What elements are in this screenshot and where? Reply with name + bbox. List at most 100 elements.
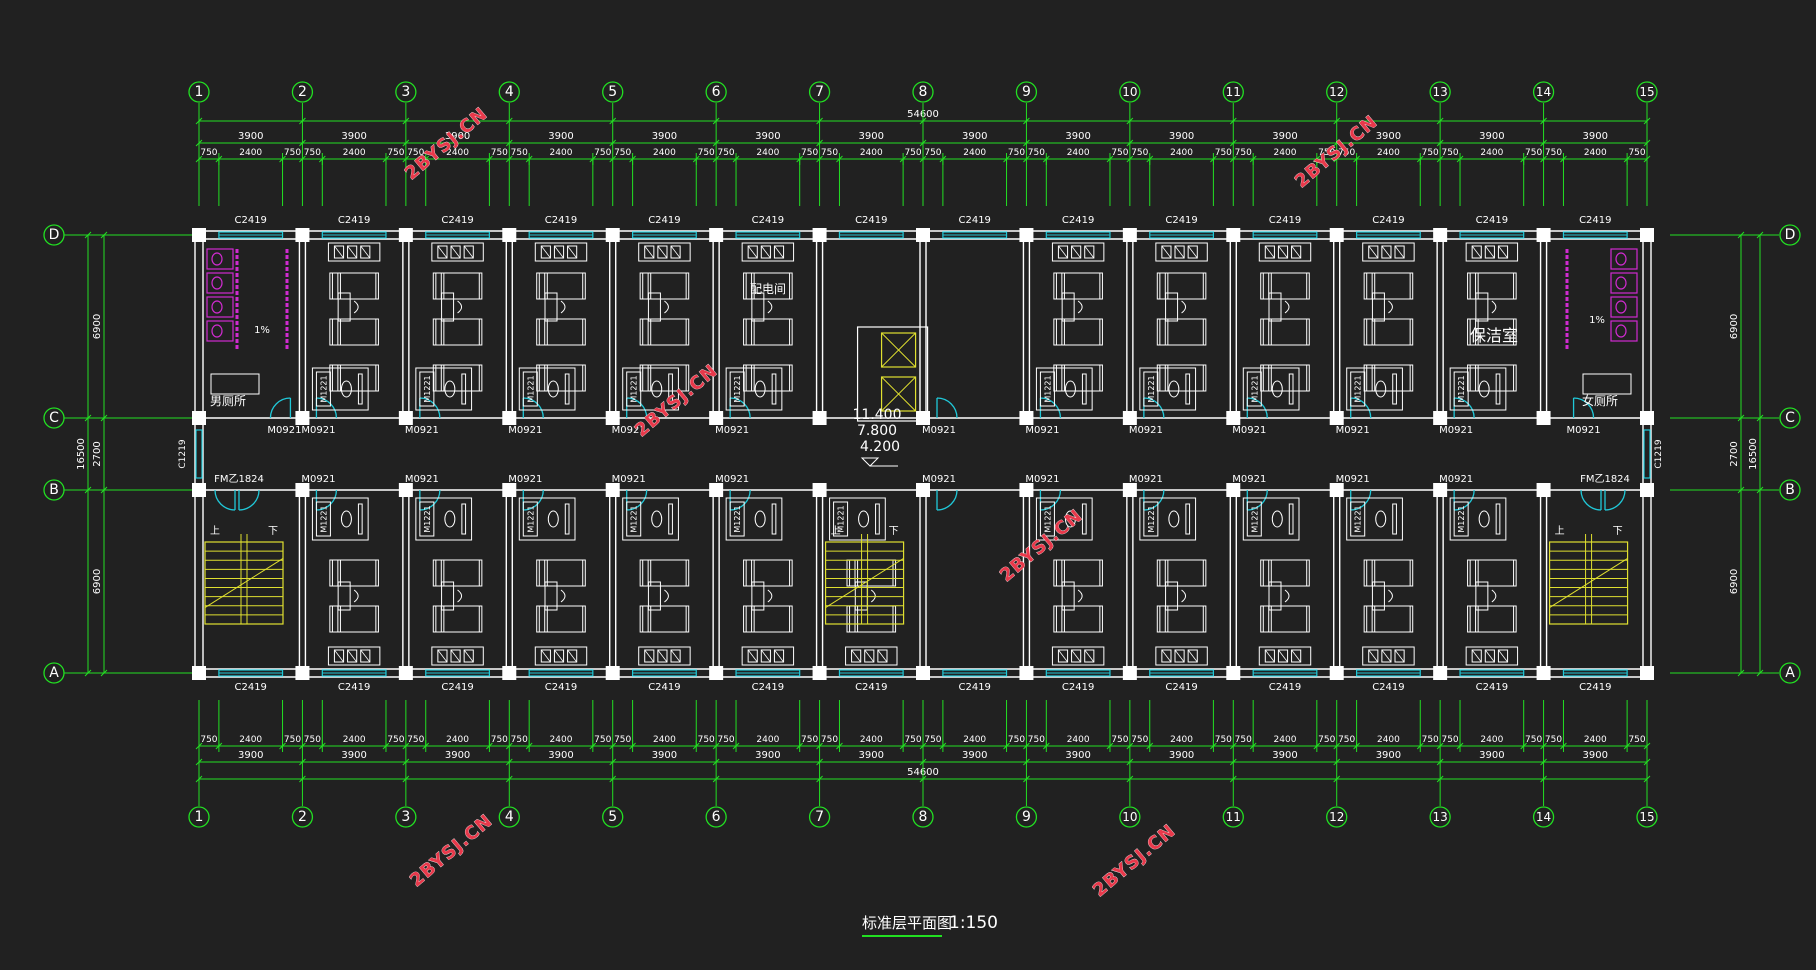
chair (664, 300, 669, 314)
desk (1061, 581, 1075, 611)
bathroom-door-tag-box (1350, 501, 1366, 537)
bed (538, 272, 586, 300)
toilet-bowl (1615, 324, 1627, 338)
column (1226, 666, 1241, 680)
desk (1165, 581, 1179, 611)
dim-label-segment: 750 (1628, 148, 1645, 158)
wardrobe-door (553, 649, 565, 663)
dim-label-segment: 2400 (860, 148, 883, 158)
bed (743, 272, 791, 300)
watermark-text: 2BYSJ.CN (401, 103, 492, 184)
bed (536, 272, 584, 300)
shower-icon (668, 373, 673, 405)
bed (846, 605, 894, 633)
axis-bubble-column (395, 806, 417, 828)
column (502, 228, 517, 242)
wardrobe-door (567, 245, 578, 259)
stair-down-label: 下 (889, 526, 899, 537)
wardrobe-door (1174, 649, 1185, 663)
dim-label-bay: 3900 (1583, 750, 1608, 761)
wardrobe-cross (1498, 649, 1508, 663)
dim-label-segment: 2400 (1584, 148, 1607, 158)
bed (435, 364, 483, 392)
axis-bubble-column (1015, 81, 1038, 103)
drawing-title: 标准层平面图 (862, 914, 952, 932)
door-tag-south: M0921 (1232, 474, 1266, 485)
dim-label-bay: 3900 (548, 750, 573, 761)
column (502, 411, 517, 425)
bathroom (1035, 367, 1093, 411)
shower-icon (875, 503, 880, 535)
wardrobe-door (1497, 649, 1509, 663)
dim-label-vertical-total: 16500 (76, 438, 87, 470)
dim-label-vertical: 6900 (92, 314, 103, 339)
bed (1363, 559, 1411, 587)
wardrobe-door (1368, 649, 1379, 663)
wardrobe-door (864, 649, 875, 663)
dim-label-segment: 750 (1628, 735, 1645, 745)
window-tag-north: C2419 (1579, 215, 1611, 226)
bed (536, 605, 584, 633)
dim-label-segment: 2400 (1480, 148, 1503, 158)
bathroom-door-tag-box (626, 501, 642, 537)
bed (1467, 272, 1515, 300)
bathroom (622, 497, 679, 541)
bed (536, 364, 584, 392)
bed (1469, 364, 1517, 392)
wardrobe (1051, 646, 1105, 666)
column (812, 666, 827, 680)
wardrobe-door (1291, 649, 1302, 663)
wardrobe-cross (540, 649, 551, 663)
toilet-stall (206, 248, 234, 270)
bathroom-door-tag-box (522, 371, 538, 407)
wardrobe-cross (1291, 649, 1302, 663)
bathroom-door-tag: M1221 (1147, 375, 1156, 402)
window-tag-north: C2419 (1372, 215, 1404, 226)
toilet-icon (1375, 380, 1387, 398)
toilet-stall (1610, 296, 1638, 318)
dim-label-segment: 750 (1441, 735, 1458, 745)
elevator-car (880, 376, 917, 412)
bathroom-door-tag: M1221 (526, 375, 535, 402)
wardrobe-cross (463, 245, 474, 259)
door-swing (1580, 489, 1602, 511)
dim-label-bay: 3900 (755, 750, 780, 761)
dim-label-bay: 3900 (548, 131, 573, 142)
bathroom-door-tag: M1221 (733, 375, 742, 402)
door-tag-north: M0921 (1336, 425, 1370, 436)
chair (1388, 589, 1393, 603)
shower-icon (771, 503, 777, 535)
bed (432, 272, 480, 300)
column (709, 228, 724, 242)
watermark-text: 2BYSJ.CN (996, 505, 1087, 586)
door-tag-north: M0921 (508, 425, 542, 436)
axis-label-row: B (1785, 482, 1795, 498)
bed (1159, 318, 1207, 346)
bed (745, 318, 793, 346)
column (812, 483, 827, 497)
axis-bubble-row (1779, 662, 1801, 684)
wardrobe-cross (1071, 649, 1082, 663)
elevation-3: 4.200 (860, 439, 900, 455)
bathroom-door-tag-box (626, 371, 642, 407)
wardrobe-cross (347, 245, 358, 259)
dim-label-segment: 750 (511, 148, 528, 158)
bathroom (725, 367, 783, 411)
toilet-stall (1610, 248, 1638, 270)
wardrobe-door (1084, 245, 1095, 259)
bed (1156, 318, 1204, 346)
toilet-stall (206, 320, 234, 342)
axis-label-column: 13 (1433, 810, 1448, 824)
wardrobe-door (1291, 245, 1302, 259)
toilet-bowl (1615, 276, 1627, 290)
drawing-scale: 1:150 (949, 913, 998, 933)
wardrobe-door (437, 649, 448, 663)
bathroom-door-tag-box (1453, 371, 1469, 407)
stair-up-label: 上 (831, 525, 841, 537)
window-tag-south: C2419 (648, 682, 680, 693)
wardrobe-cross (1264, 649, 1275, 663)
column (1329, 666, 1344, 680)
wardrobe-cross (1161, 245, 1172, 259)
shower-icon (1288, 373, 1294, 405)
shower-icon (564, 373, 570, 405)
